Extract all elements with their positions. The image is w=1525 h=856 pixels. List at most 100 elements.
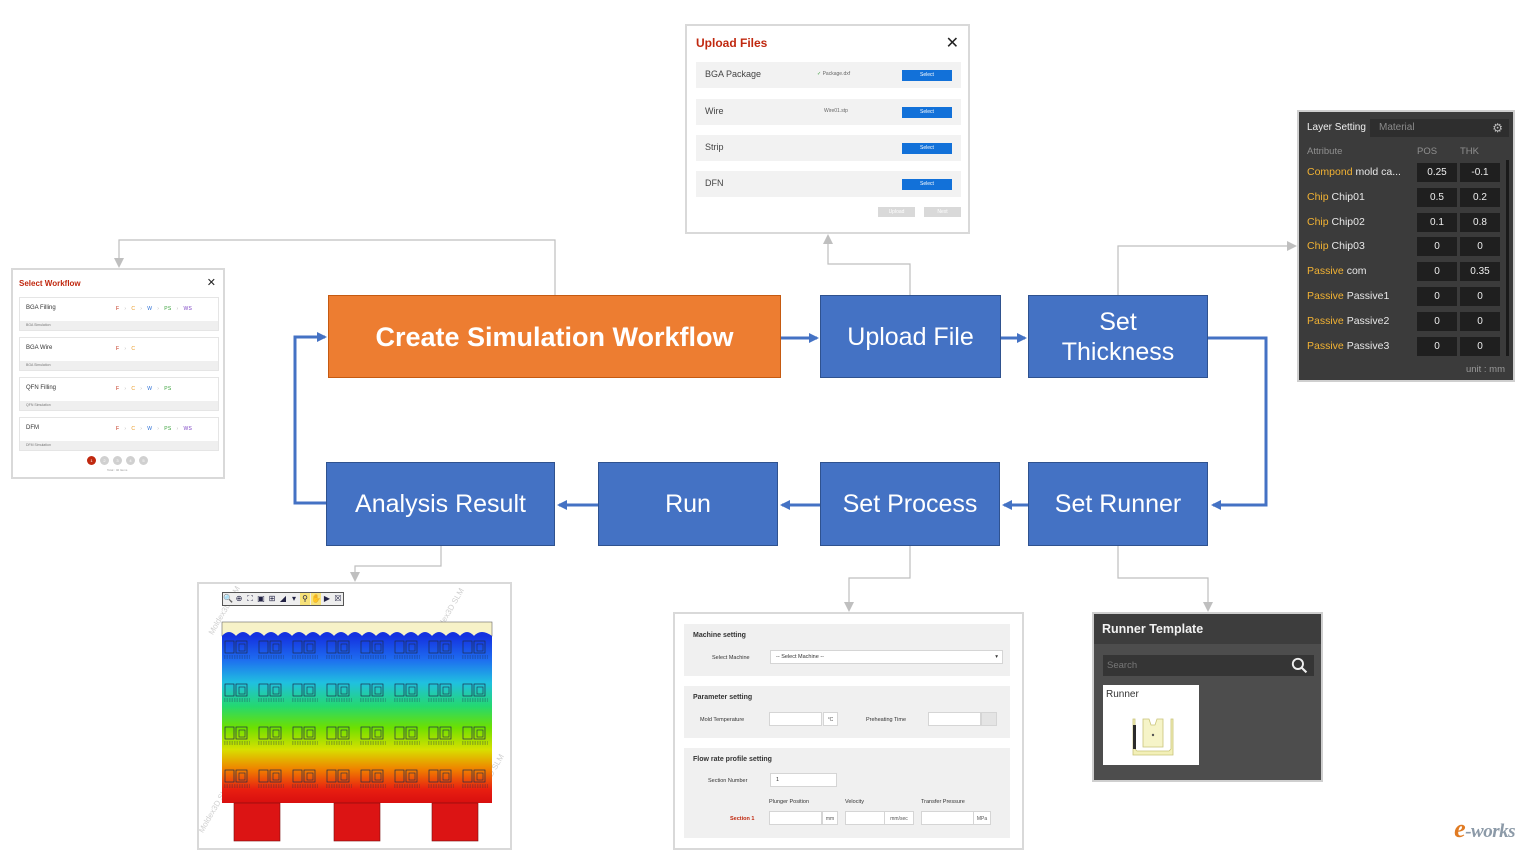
layer-row[interactable]: Compond mold ca...0.25-0.1: [1307, 163, 1503, 183]
layer-thk-input[interactable]: 0: [1460, 311, 1500, 331]
close-icon[interactable]: ✕: [206, 277, 216, 289]
preheating-time-unit: [981, 712, 997, 726]
check-icon: ✓: [817, 71, 822, 77]
dropdown-icon[interactable]: ▾: [291, 594, 296, 603]
layer-pos-input[interactable]: 0: [1417, 262, 1457, 282]
close-box-icon[interactable]: ☒: [334, 594, 342, 603]
select-machine-value: -- Select Machine --: [776, 654, 824, 660]
runner-gate-2: [333, 802, 381, 842]
page-4[interactable]: 4: [126, 456, 135, 465]
workflow-step-tag: F: [116, 346, 120, 352]
pin-icon[interactable]: ⚲: [300, 593, 310, 605]
step-set-process[interactable]: Set Process: [820, 462, 1000, 546]
layer-thk-input[interactable]: -0.1: [1460, 163, 1500, 182]
search-icon[interactable]: [1291, 657, 1308, 674]
upload-button[interactable]: Upload: [878, 207, 915, 217]
gear-icon[interactable]: ⚙: [1492, 121, 1503, 135]
play-icon[interactable]: ▶: [323, 594, 331, 603]
fit-icon[interactable]: ⛶: [247, 594, 253, 603]
grid-icon[interactable]: ⊞: [268, 594, 276, 603]
page-3[interactable]: 3: [113, 456, 122, 465]
close-icon[interactable]: ✕: [945, 35, 959, 52]
layer-pos-input[interactable]: 0: [1417, 237, 1457, 257]
flow-rate-heading: Flow rate profile setting: [693, 756, 772, 763]
zoom-icon[interactable]: 🔍: [223, 594, 233, 603]
runner-gate-1: [233, 802, 281, 842]
page-1[interactable]: 1: [87, 456, 96, 465]
step-create-workflow-label: Create Simulation Workflow: [375, 321, 734, 352]
next-button[interactable]: Next: [924, 207, 961, 217]
workflow-step-tag: F: [116, 426, 120, 432]
step-analysis-result-label: Analysis Result: [355, 490, 526, 518]
step-set-runner[interactable]: Set Runner: [1028, 462, 1208, 546]
step-upload-file[interactable]: Upload File: [820, 295, 1001, 378]
fill-contour-plot: [221, 621, 493, 842]
runner-card[interactable]: Runner: [1103, 685, 1199, 765]
workflow-step-chain: F›C›W›PS: [116, 386, 177, 392]
pan-icon[interactable]: ⊕: [235, 594, 243, 603]
velocity-unit: mm/sec: [884, 811, 914, 825]
box-icon[interactable]: ▣: [257, 594, 265, 603]
select-machine-dropdown[interactable]: -- Select Machine -- ▾: [770, 650, 1003, 664]
search-input[interactable]: Search: [1103, 655, 1314, 676]
layer-pos-input[interactable]: 0.25: [1417, 163, 1457, 182]
layer-row-name: Passive com: [1307, 265, 1367, 277]
scrollbar[interactable]: [1506, 160, 1509, 356]
layer-pos-input[interactable]: 0: [1417, 311, 1457, 331]
section-number-input[interactable]: 1: [770, 773, 837, 787]
layer-pos-input[interactable]: 0: [1417, 287, 1457, 306]
select-button[interactable]: Select: [902, 70, 952, 81]
page-5[interactable]: 5: [139, 456, 148, 465]
transfer-pressure-input[interactable]: [921, 811, 974, 825]
tab-material[interactable]: Material: [1379, 122, 1415, 133]
layer-thk-input[interactable]: 0: [1460, 287, 1500, 306]
preheating-time-input[interactable]: [928, 712, 981, 726]
upload-row-label: Strip: [705, 142, 724, 152]
layer-pos-input[interactable]: 0.1: [1417, 212, 1457, 232]
step-analysis-result[interactable]: Analysis Result: [326, 462, 555, 546]
plunger-position-input[interactable]: [769, 811, 822, 825]
upload-row-filename: Wire01.stp: [824, 108, 848, 114]
mold-temperature-input[interactable]: [769, 712, 822, 726]
page-2[interactable]: 2: [100, 456, 109, 465]
select-button[interactable]: Select: [902, 107, 952, 118]
layer-thk-input[interactable]: 0.2: [1460, 187, 1500, 207]
hand-icon[interactable]: ✋: [311, 593, 321, 605]
layer-thk-input[interactable]: 0.8: [1460, 212, 1500, 232]
step-run[interactable]: Run: [598, 462, 778, 546]
tab-layer-setting[interactable]: Layer Setting: [1303, 119, 1370, 137]
workflow-item-sub: QFN Simulation: [20, 401, 218, 410]
col-plunger-position: Plunger Position: [769, 799, 810, 805]
step-set-thickness-label-1: Set: [1099, 307, 1137, 336]
layer-pos-input[interactable]: 0.5: [1417, 187, 1457, 207]
workflow-item-label: BGA Filling: [26, 305, 56, 311]
layer-row-kind: Chip: [1307, 240, 1329, 253]
layer-thk-input[interactable]: 0.35: [1460, 262, 1500, 282]
layer-thk-input[interactable]: 0: [1460, 336, 1500, 356]
measure-icon[interactable]: ◢: [279, 594, 287, 603]
chain-arrow-icon: ›: [124, 306, 127, 312]
layer-row-name: Chip Chip01: [1307, 191, 1365, 203]
step-run-label: Run: [665, 490, 711, 518]
select-button[interactable]: Select: [902, 143, 952, 154]
machine-setting-section: Machine setting Select Machine -- Select…: [684, 624, 1010, 676]
velocity-input[interactable]: [845, 811, 885, 825]
layer-thk-input[interactable]: 0: [1460, 237, 1500, 257]
workflow-step-chain: F›C: [116, 346, 140, 352]
step-set-thickness[interactable]: Set Thickness: [1028, 295, 1208, 378]
select-button[interactable]: Select: [902, 179, 952, 190]
chain-arrow-icon: ›: [157, 306, 160, 312]
step-create-workflow[interactable]: Create Simulation Workflow: [328, 295, 781, 378]
layer-pos-input[interactable]: 0: [1417, 336, 1457, 356]
